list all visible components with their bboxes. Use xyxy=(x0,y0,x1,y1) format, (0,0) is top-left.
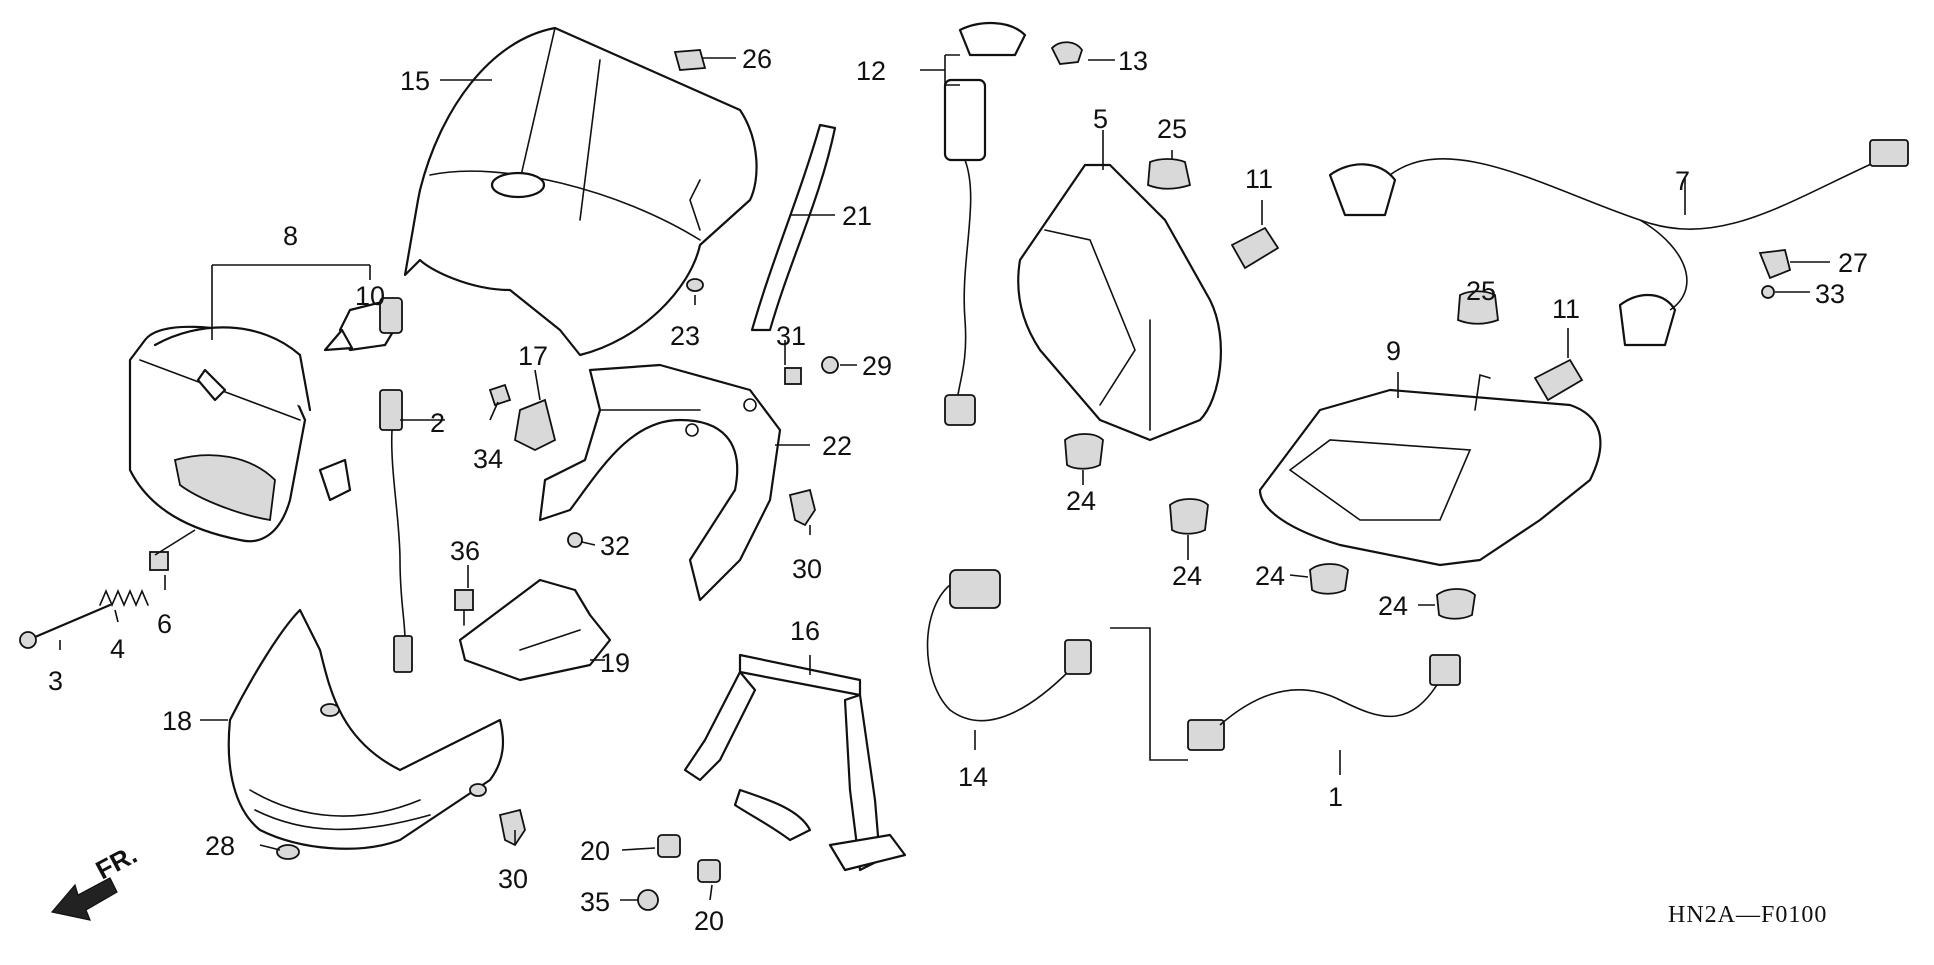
part-5-headlight-left xyxy=(1017,163,1222,442)
callout-2: 2 xyxy=(430,408,445,438)
part-9-headlight-right xyxy=(1258,373,1602,567)
callout-24a: 24 xyxy=(1066,486,1096,516)
part-21-hose xyxy=(750,123,837,332)
callout-20a: 20 xyxy=(580,836,610,866)
part-24-rubber-a xyxy=(1064,433,1104,470)
callout-12: 12 xyxy=(856,56,886,86)
callout-25b: 25 xyxy=(1466,276,1496,306)
callout-8: 8 xyxy=(283,221,298,251)
part-11-bulb-a xyxy=(1230,226,1280,270)
callout-6: 6 xyxy=(157,609,172,639)
part-27-clip xyxy=(1758,249,1792,280)
callout-14: 14 xyxy=(958,762,988,792)
callout-11b: 11 xyxy=(1552,294,1580,324)
callout-26: 26 xyxy=(742,44,772,74)
part-2-socket-wire xyxy=(379,389,413,673)
callout-11a: 11 xyxy=(1245,164,1273,194)
part-11-bulb-b xyxy=(1533,358,1584,402)
part-35-nut xyxy=(637,889,659,911)
part-1-sub-harness xyxy=(1187,654,1461,751)
part-6-nut xyxy=(149,551,169,571)
callout-27: 27 xyxy=(1838,248,1868,278)
part-33-screw xyxy=(1761,285,1775,299)
part-30-upper-clip xyxy=(788,488,816,527)
callout-5: 5 xyxy=(1093,104,1108,134)
part-34-screw xyxy=(488,383,512,407)
callout-20b: 20 xyxy=(694,906,724,936)
callout-31: 31 xyxy=(776,321,806,351)
part-30-lower-clip xyxy=(498,808,526,847)
callout-23: 23 xyxy=(670,321,700,351)
part-8-headlight xyxy=(128,325,352,543)
front-label: FR. xyxy=(91,839,142,885)
callout-29: 29 xyxy=(862,351,892,381)
part-19-bracket xyxy=(458,578,612,682)
callout-33: 33 xyxy=(1815,279,1845,309)
callout-13: 13 xyxy=(1118,46,1148,76)
part-18-lower-cover xyxy=(227,608,505,850)
part-13-clip xyxy=(1050,41,1083,65)
callout-9: 9 xyxy=(1386,336,1401,366)
part-20-collar-b xyxy=(697,859,721,883)
callout-16: 16 xyxy=(790,616,820,646)
callout-30a: 30 xyxy=(792,554,822,584)
callout-30b: 30 xyxy=(498,864,528,894)
part-23-nut xyxy=(686,278,704,292)
callout-17: 17 xyxy=(518,341,548,371)
part-14-sub-harness xyxy=(926,569,1092,722)
diagram-code: HN2A—F0100 xyxy=(1668,902,1827,928)
part-4-spring xyxy=(99,588,149,608)
callout-3: 3 xyxy=(48,666,63,696)
part-32-screw xyxy=(567,532,583,548)
part-24-rubber-b xyxy=(1169,498,1209,535)
part-26-clip xyxy=(673,49,707,71)
callout-4: 4 xyxy=(110,634,125,664)
callout-35: 35 xyxy=(580,887,610,917)
part-7-harness xyxy=(1328,139,1909,347)
part-17-grommet xyxy=(514,398,557,452)
callout-1: 1 xyxy=(1328,782,1343,812)
callout-25a: 25 xyxy=(1157,114,1187,144)
callout-22: 22 xyxy=(822,431,852,461)
callout-19: 19 xyxy=(600,648,630,678)
part-10-bulb xyxy=(323,297,403,352)
part-22-inner-panel xyxy=(538,363,782,602)
callout-24c: 24 xyxy=(1255,561,1285,591)
part-15-top-cover xyxy=(403,26,758,357)
callout-18: 18 xyxy=(162,706,192,736)
callout-numbers: 1 2 3 4 5 6 7 8 9 10 11 11 12 13 14 15 1… xyxy=(48,44,1868,936)
callout-7: 7 xyxy=(1675,166,1690,196)
part-31-clip xyxy=(784,367,802,385)
part-3-bolt xyxy=(19,603,112,649)
part-24-rubber-d xyxy=(1436,588,1476,620)
callout-34: 34 xyxy=(473,444,503,474)
callout-36: 36 xyxy=(450,536,480,566)
callout-21: 21 xyxy=(842,201,872,231)
part-24-rubber-c xyxy=(1309,563,1349,595)
part-16-stay xyxy=(683,653,907,872)
part-36-bolt xyxy=(454,589,474,626)
part-25-grommet-b xyxy=(1457,290,1499,325)
part-12-socket xyxy=(943,21,1027,426)
part-20-collar-a xyxy=(657,834,681,858)
part-28-screw xyxy=(276,844,300,860)
part-29-screw xyxy=(821,356,839,374)
callout-15: 15 xyxy=(400,66,430,96)
callout-10: 10 xyxy=(355,281,385,311)
part-25-grommet-a xyxy=(1147,158,1192,190)
callout-28: 28 xyxy=(205,831,235,861)
front-direction-arrow: FR. xyxy=(50,839,142,921)
callout-32: 32 xyxy=(600,531,630,561)
callout-24d: 24 xyxy=(1378,591,1408,621)
leader-lines xyxy=(59,54,1830,901)
callout-24b: 24 xyxy=(1172,561,1202,591)
